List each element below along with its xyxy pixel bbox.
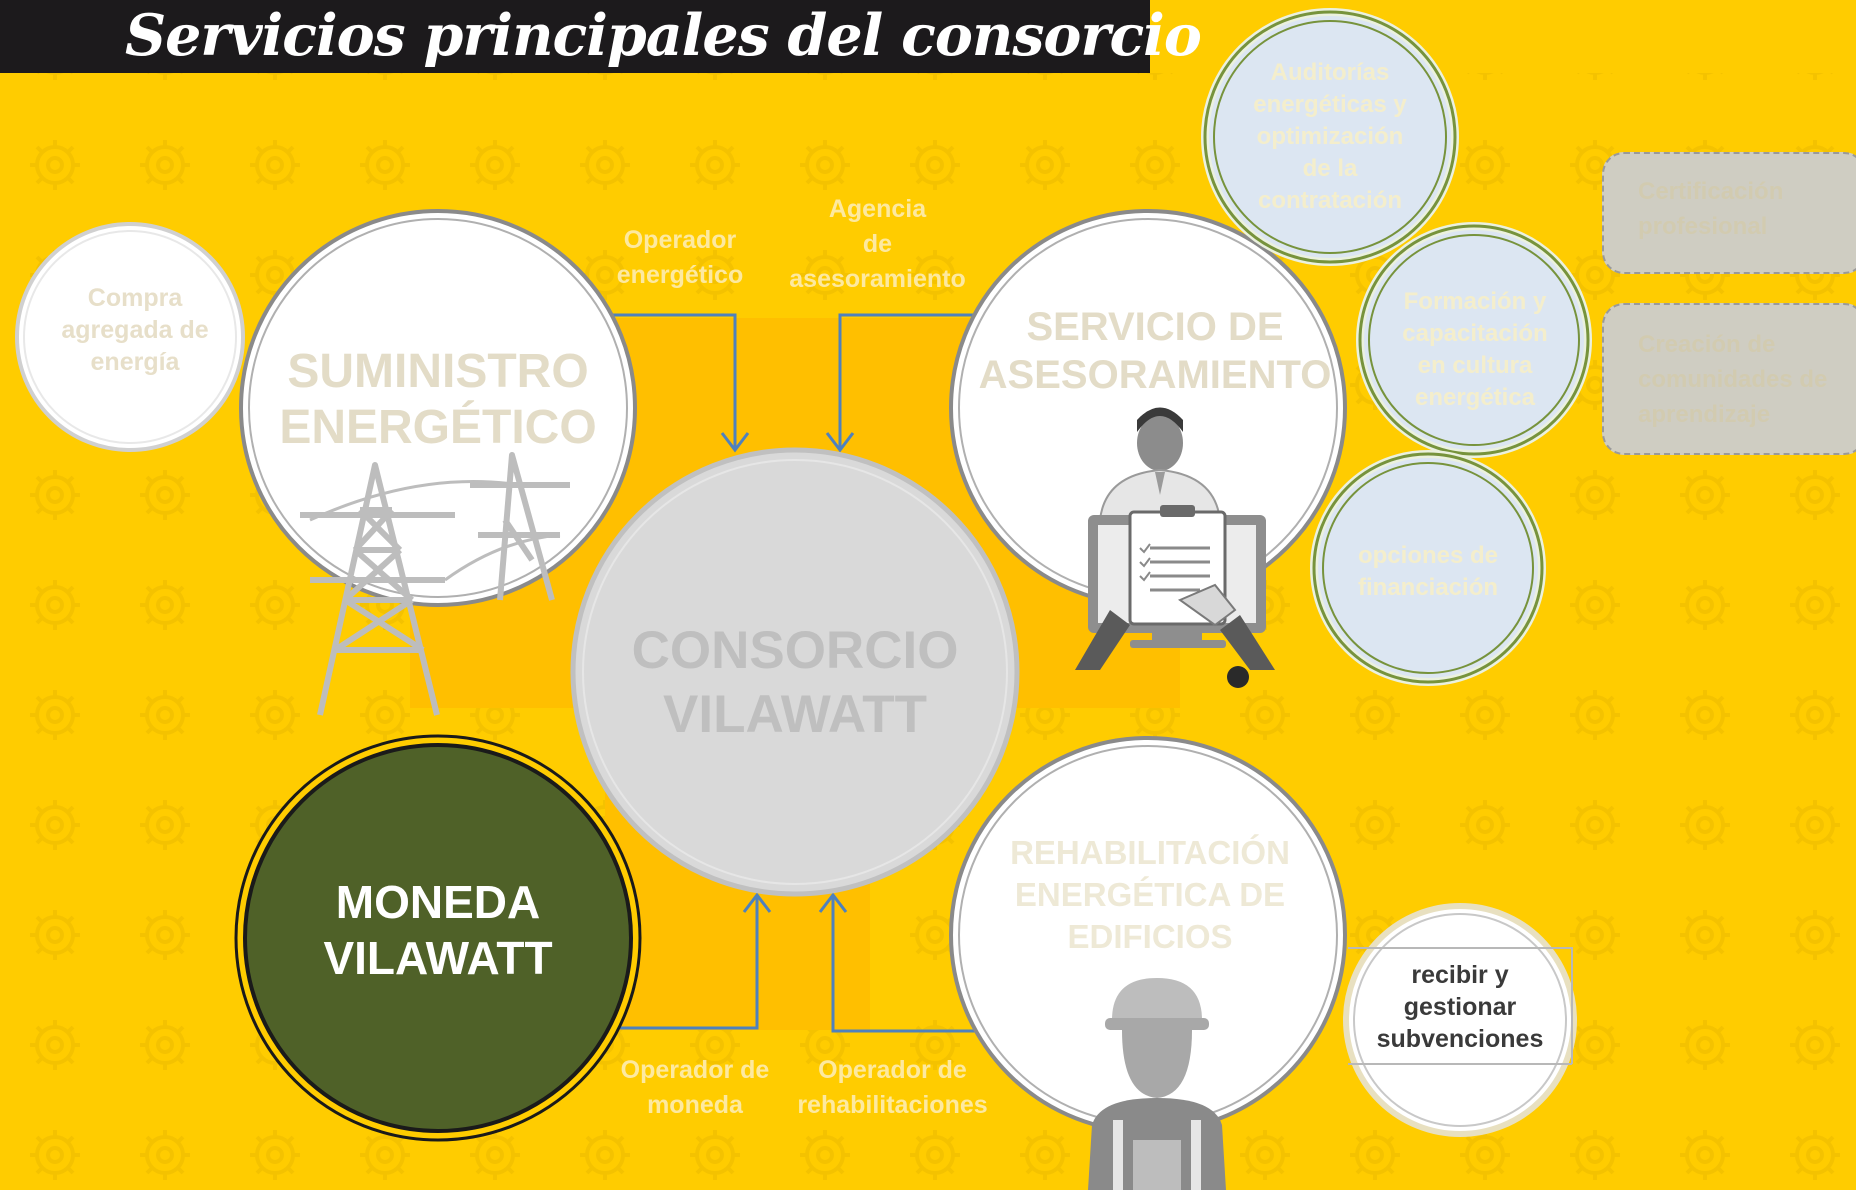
arrow-currency-operator [620, 897, 759, 1030]
training-line-1: Formación y [1403, 288, 1547, 315]
purchase-line-3: energía [90, 348, 180, 376]
arrow-rehab-operator [831, 897, 975, 1033]
currency-line-2: VILAWATT [323, 932, 553, 984]
financing-line-2: financiación [1357, 574, 1499, 601]
operator-rehab-line-2: rehabilitaciones [797, 1091, 988, 1119]
training-circle [1356, 222, 1592, 458]
center-label: CONSORCIO VILAWATT [600, 619, 990, 747]
operator-currency-line-1: Operador de [620, 1056, 770, 1084]
audits-line-5: contratación [1257, 187, 1403, 214]
operator-energy-line-1: Operador [623, 226, 737, 254]
certification-box: Certificación profesional [1602, 152, 1856, 274]
audits-line-1: Auditorías [1270, 59, 1390, 86]
purchase-line-1: Compra [87, 284, 183, 312]
center-line-1: CONSORCIO [631, 621, 959, 680]
subsidies-label: recibir y gestionar subvenciones [1365, 959, 1555, 1055]
currency-circle [243, 743, 633, 1133]
financing-label: opciones de financiación [1333, 540, 1523, 604]
page-title: Servicios principales del consorcio [125, 2, 1202, 69]
center-line-2: VILAWATT [663, 685, 927, 744]
supply-label: SUMINISTRO ENERGÉTICO [250, 344, 626, 456]
operator-energy-label: Operador energético [595, 223, 765, 293]
financing-line-1: opciones de [1357, 542, 1499, 569]
communities-box: Creación de comunidades de aprendizaje [1602, 303, 1856, 455]
agency-label: Agencia de asesoramiento [780, 192, 975, 297]
operator-currency-line-2: moneda [647, 1091, 743, 1119]
agency-line-1: Agencia [828, 195, 927, 223]
audits-line-4: de la [1302, 155, 1358, 182]
financing-circle [1310, 450, 1546, 686]
center-circle [570, 447, 1020, 897]
operator-currency-label: Operador de moneda [600, 1053, 790, 1123]
audits-line-2: energéticas y [1253, 91, 1407, 118]
audits-circle [1201, 8, 1459, 266]
rehab-line-3: EDIFICIOS [1067, 918, 1233, 955]
communities-line-1: Creación de [1638, 331, 1776, 358]
purchase-circle [15, 222, 245, 452]
rehab-line-2: ENERGÉTICA DE [1014, 876, 1286, 913]
communities-line-2: comunidades de [1638, 366, 1828, 393]
training-line-4: energética [1414, 384, 1536, 411]
training-label: Formación y capacitación en cultura ener… [1380, 286, 1570, 414]
subsidies-line-3: subvenciones [1376, 1025, 1544, 1053]
arrow-agency [838, 313, 983, 448]
currency-line-1: MONEDA [335, 876, 541, 928]
supply-line-2: ENERGÉTICO [279, 401, 597, 454]
operator-rehab-line-1: Operador de [818, 1056, 967, 1084]
operator-energy-line-2: energético [616, 261, 744, 289]
operator-rehab-label: Operador de rehabilitaciones [785, 1053, 1000, 1123]
audits-line-3: optimización [1256, 123, 1404, 150]
training-line-2: capacitación [1402, 320, 1548, 347]
arrow-energy-operator [605, 313, 737, 448]
currency-label: MONEDA VILAWATT [290, 874, 586, 986]
subsidies-line-1: recibir y [1411, 961, 1509, 989]
advice-line-2: ASESORAMIENTO [978, 353, 1332, 397]
certification-line-1: Certificación [1638, 178, 1784, 205]
purchase-line-2: agregada de [61, 316, 209, 344]
advice-line-1: SERVICIO DE [1026, 305, 1284, 349]
training-line-3: en cultura [1417, 352, 1533, 379]
consultant-icon [1075, 407, 1275, 688]
connector-arrows [605, 313, 983, 1033]
agency-line-2: de [862, 230, 893, 258]
rehab-label: REHABILITACIÓN ENERGÉTICA DE EDIFICIOS [990, 832, 1310, 958]
subsidies-line-2: gestionar [1403, 993, 1517, 1021]
communities-line-3: aprendizaje [1638, 401, 1771, 428]
purchase-label: Compra agregada de energía [35, 282, 235, 378]
supply-line-1: SUMINISTRO [287, 345, 589, 398]
rehab-line-1: REHABILITACIÓN [1010, 834, 1290, 871]
certification-line-2: profesional [1638, 213, 1768, 240]
advice-label: SERVICIO DE ASESORAMIENTO [970, 303, 1340, 399]
worker-icon [1088, 978, 1226, 1190]
agency-line-3: asesoramiento [789, 265, 966, 293]
power-tower-icon [300, 452, 570, 716]
audits-label: Auditorías energéticas y optimización de… [1225, 57, 1435, 217]
title-bar [0, 0, 1150, 73]
subsidies-circle [1343, 903, 1577, 1137]
